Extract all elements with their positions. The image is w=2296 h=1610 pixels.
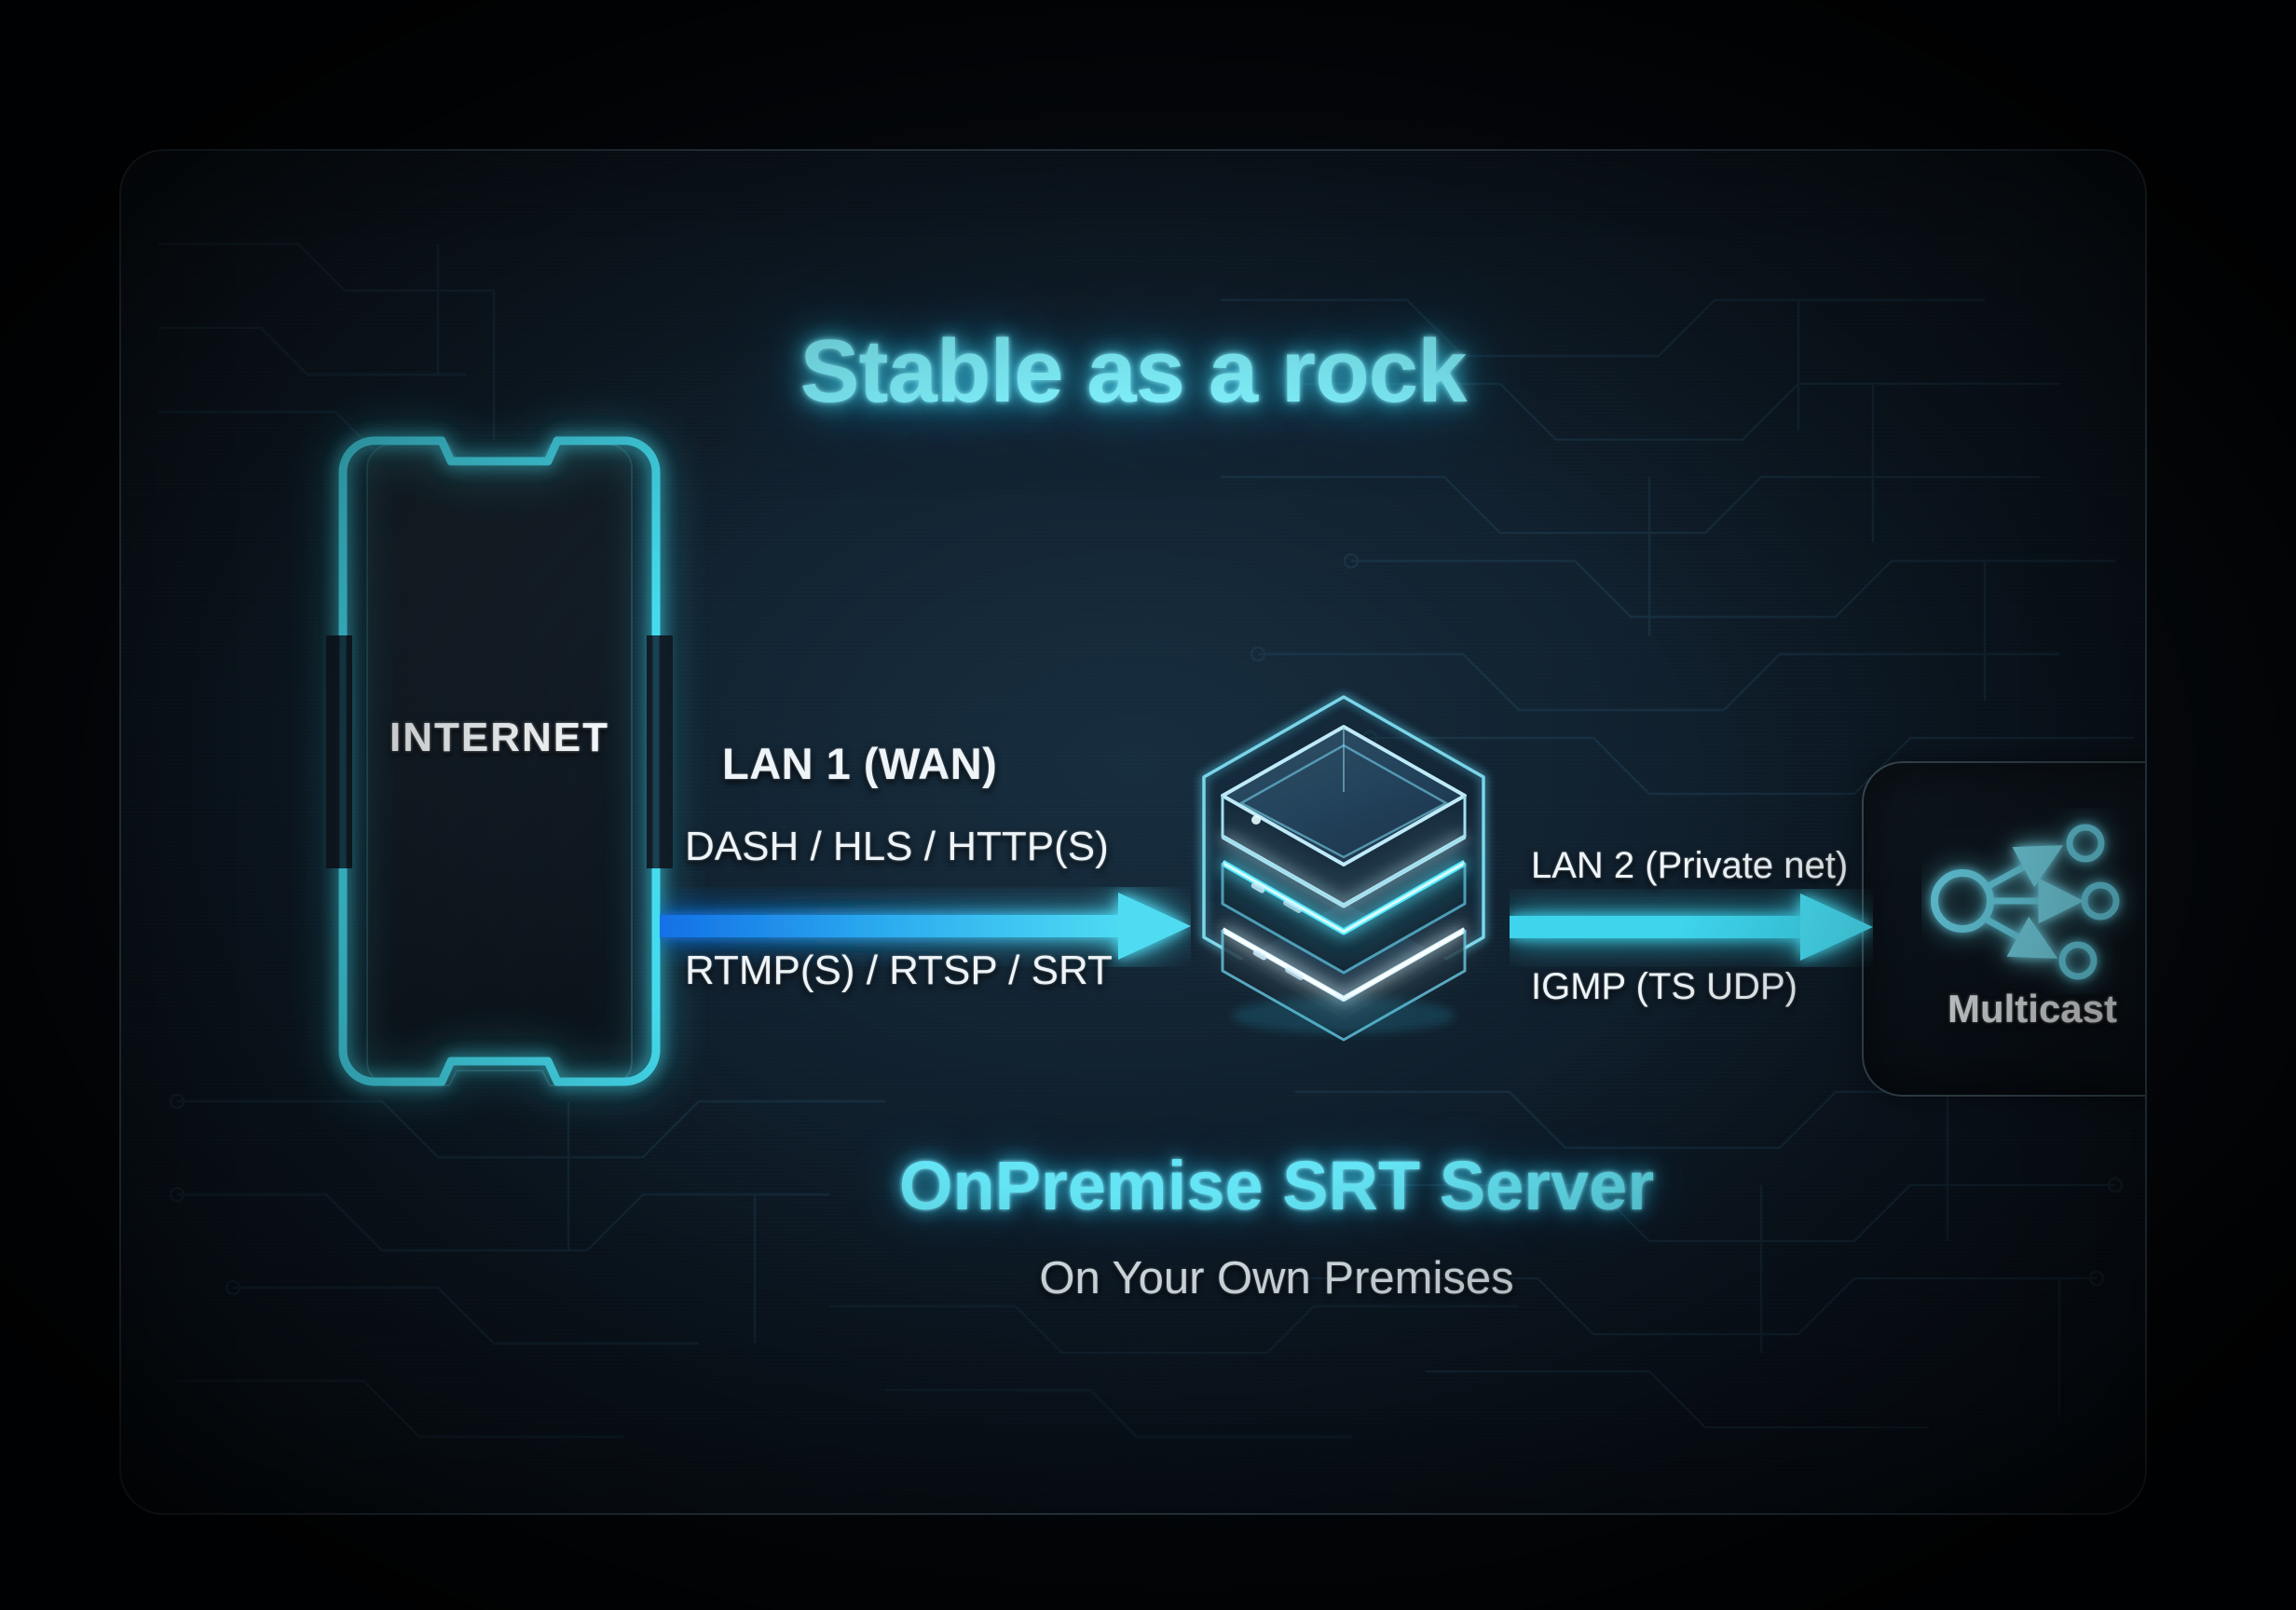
lan2-interface-label: LAN 2 (Private net) [1531,845,1849,886]
lan1-protocols-top-label: DASH / HLS / HTTP(S) [685,824,1109,869]
multicast-node[interactable]: Multicast [1862,761,2145,1097]
server-stack-cube-icon [1201,694,1486,1042]
lan2-protocol-label: IGMP (TS UDP) [1531,966,1797,1007]
server-subtitle: On Your Own Premises [1039,1253,1514,1303]
lan1-protocols-bottom-label: RTMP(S) / RTSP / SRT [685,948,1113,993]
srt-server-node[interactable] [1167,680,1521,1099]
lan1-interface-label: LAN 1 (WAN) [722,739,998,788]
main-panel: Stable as a rock [119,149,2147,1515]
internet-label: INTERNET [390,715,609,760]
multicast-distribution-icon [1931,824,2120,980]
lan2-flow-arrow-icon [1510,894,1873,961]
multicast-label: Multicast [1947,987,2118,1030]
phone-device-icon [326,436,673,1087]
lan1-flow-arrow-icon [660,893,1191,960]
server-title: OnPremise SRT Server [898,1147,1655,1224]
page-title: Stable as a rock [800,321,1467,421]
internet-device-node[interactable]: INTERNET [324,435,675,1087]
